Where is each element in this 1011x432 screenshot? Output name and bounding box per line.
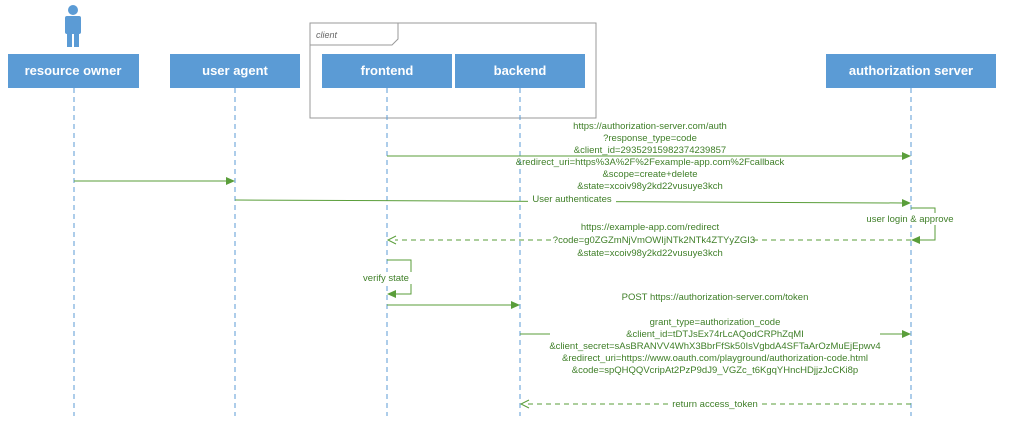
actor-authorization-server: authorization server	[826, 54, 996, 88]
actor-backend: backend	[455, 54, 585, 88]
redirect-line-3: &state=xcoiv98y2kd22vusuye3kch	[577, 248, 723, 259]
actor-authorization-server-label: authorization server	[849, 63, 973, 78]
redirect-line-2: ?code=g0ZGZmNjVmOWIjNTk2NTk4ZTYyZGI3	[553, 235, 755, 246]
actor-resource-owner: resource owner	[8, 54, 139, 88]
msg-verify-state: verify state	[360, 259, 412, 298]
token-body-line-4: &redirect_uri=https://www.oauth.com/play…	[562, 353, 868, 364]
person-icon	[65, 5, 81, 47]
msg-auth-request: https://authorization-server.com/auth ?r…	[387, 121, 911, 192]
token-body-line-3: &client_secret=sAsBRANVV4WhX3BbrFfSk50Is…	[549, 341, 880, 352]
auth-request-line-1: https://authorization-server.com/auth	[573, 121, 727, 132]
msg-return-token: return access_token	[519, 398, 911, 410]
actor-user-agent: user agent	[170, 54, 300, 88]
msg-user-authenticates: User authenticates	[234, 193, 911, 207]
client-frame: client	[309, 22, 597, 119]
actor-user-agent-label: user agent	[202, 63, 268, 78]
user-login-label: user login & approve	[866, 214, 953, 225]
actor-frontend-label: frontend	[361, 63, 414, 78]
token-body-line-2: &client_id=tDTJsEx74rLcAQodCRPhZqMI	[626, 329, 804, 340]
actor-frontend: frontend	[322, 54, 452, 88]
actor-resource-owner-label: resource owner	[25, 63, 122, 78]
return-token-label: return access_token	[672, 399, 758, 410]
msg-owner-to-agent	[74, 177, 235, 185]
auth-request-line-3: &client_id=29352915982374239857	[574, 145, 726, 156]
token-post-label: POST https://authorization-server.com/to…	[622, 292, 809, 303]
auth-request-line-4: &redirect_uri=https%3A%2F%2Fexample-app.…	[516, 157, 785, 168]
msg-token-request: grant_type=authorization_code &client_id…	[520, 317, 911, 376]
actor-backend-label: backend	[494, 63, 547, 78]
msg-redirect: https://example-app.com/redirect ?code=g…	[386, 222, 911, 259]
redirect-line-1: https://example-app.com/redirect	[581, 222, 720, 233]
msg-frontend-to-backend	[387, 301, 520, 309]
msg-user-login: user login & approve	[860, 207, 964, 244]
client-frame-label: client	[316, 30, 338, 40]
auth-request-line-2: ?response_type=code	[603, 133, 697, 144]
user-authenticates-label: User authenticates	[532, 194, 611, 205]
auth-request-line-6: &state=xcoiv98y2kd22vusuye3kch	[577, 181, 723, 192]
verify-state-label: verify state	[363, 273, 409, 284]
token-body-line-1: grant_type=authorization_code	[650, 317, 781, 328]
token-body-line-5: &code=spQHQQVcripAt2PzP9dJ9_VGZc_t6KgqYH…	[572, 365, 858, 376]
auth-request-line-5: &scope=create+delete	[602, 169, 697, 180]
